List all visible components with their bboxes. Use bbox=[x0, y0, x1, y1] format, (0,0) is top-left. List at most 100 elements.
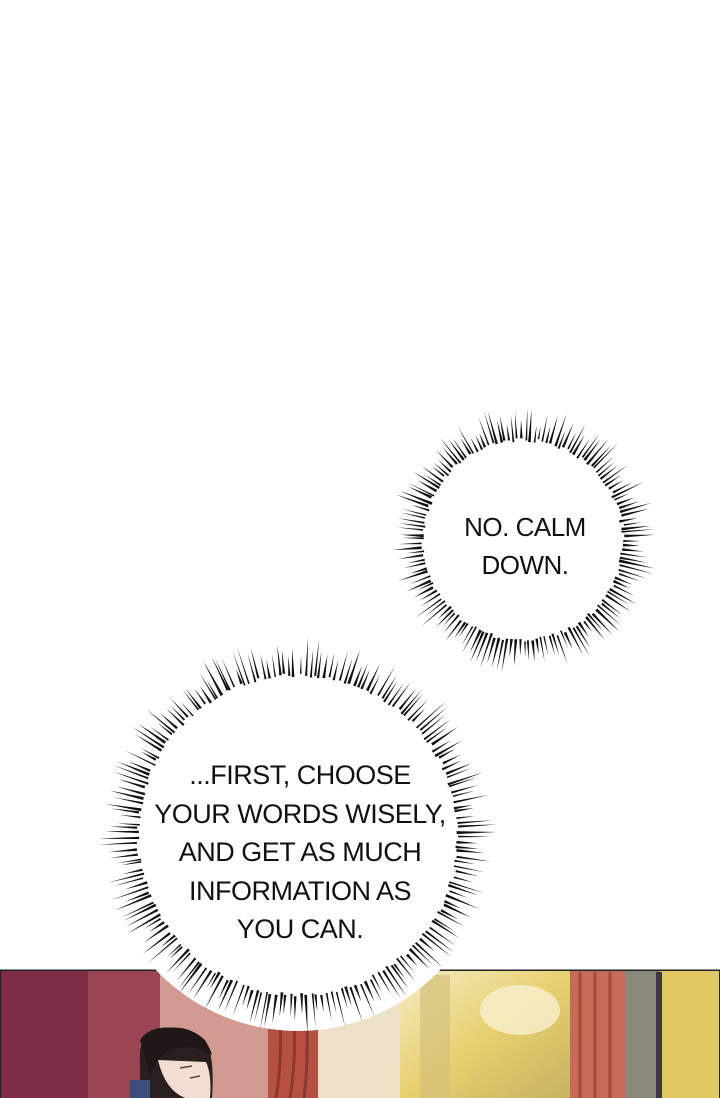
burst-spike bbox=[442, 754, 461, 765]
burst-spike bbox=[475, 632, 489, 662]
burst-spike bbox=[121, 860, 142, 866]
burst-spike bbox=[425, 930, 455, 953]
burst-spike bbox=[543, 636, 549, 656]
burst-spike bbox=[98, 836, 140, 840]
burst-spike bbox=[335, 991, 346, 1029]
burst-spike bbox=[612, 579, 630, 589]
burst-spike bbox=[353, 666, 362, 687]
burst-spike bbox=[357, 663, 368, 688]
burst-spike bbox=[470, 437, 479, 453]
burst-spike bbox=[469, 629, 482, 653]
burst-spike bbox=[417, 480, 438, 493]
burst-spike bbox=[125, 891, 150, 902]
burst-spike bbox=[551, 633, 560, 656]
burst-spike bbox=[501, 638, 509, 673]
burst-spike bbox=[232, 984, 245, 1017]
burst-spike bbox=[144, 917, 162, 929]
burst-spike bbox=[187, 967, 208, 995]
burst-spike bbox=[398, 688, 417, 710]
burst-spike bbox=[519, 639, 522, 656]
burst-spike bbox=[478, 416, 490, 446]
burst-spike bbox=[224, 980, 239, 1013]
burst-spike bbox=[105, 803, 142, 812]
burst-spike bbox=[440, 437, 462, 464]
burst-spike bbox=[126, 908, 159, 927]
burst-spike bbox=[448, 777, 478, 788]
burst-spike bbox=[608, 480, 624, 490]
burst-spike bbox=[420, 593, 441, 607]
burst-spike bbox=[459, 622, 469, 637]
burst-spike bbox=[541, 414, 548, 442]
burst-spike bbox=[437, 605, 452, 620]
burst-spike bbox=[585, 616, 606, 641]
burst-spike bbox=[455, 845, 480, 849]
burst-spike bbox=[563, 631, 573, 650]
burst-spike bbox=[395, 494, 429, 508]
burst-spike bbox=[583, 439, 601, 461]
burst-spike bbox=[431, 919, 460, 939]
burst-spike bbox=[360, 983, 375, 1018]
burst-spike bbox=[314, 638, 320, 676]
burst-spike bbox=[116, 786, 146, 796]
burst-spike bbox=[236, 646, 250, 685]
burst-spike bbox=[621, 508, 650, 517]
burst-spike bbox=[456, 816, 475, 819]
burst-spike bbox=[619, 556, 648, 563]
burst-spike bbox=[247, 653, 257, 683]
burst-spike bbox=[369, 675, 380, 695]
burst-spike bbox=[343, 658, 353, 684]
bubble-line: YOU CAN. bbox=[236, 914, 364, 944]
burst-spike bbox=[452, 790, 475, 797]
burst-spike bbox=[221, 658, 236, 688]
burst-spike bbox=[453, 865, 485, 873]
bubble-line: AND GET AS MUCH bbox=[178, 837, 422, 867]
burst-spike bbox=[437, 459, 452, 473]
burst-spike bbox=[431, 739, 452, 753]
burst-spike bbox=[458, 824, 497, 828]
burst-spike bbox=[124, 750, 156, 767]
burst-spike bbox=[601, 602, 620, 619]
burst-spike bbox=[408, 483, 435, 497]
burst-spike bbox=[322, 654, 328, 679]
burst-spike bbox=[402, 537, 424, 540]
burst-spike bbox=[434, 740, 462, 758]
burst-spike bbox=[528, 409, 532, 443]
burst-spike bbox=[277, 644, 282, 676]
burst-spike bbox=[451, 785, 479, 794]
burst-spike bbox=[399, 955, 415, 973]
burst-spike bbox=[623, 522, 643, 526]
burst-spike bbox=[583, 620, 593, 633]
burst-spike bbox=[344, 986, 352, 1007]
burst-spike bbox=[178, 961, 200, 989]
burst-spike bbox=[338, 650, 348, 681]
burst-spike bbox=[407, 486, 433, 499]
burst-spike bbox=[456, 831, 497, 835]
burst-spike bbox=[113, 797, 144, 805]
bubble-line: INFORMATION AS bbox=[188, 875, 412, 906]
burst-spike bbox=[411, 504, 430, 512]
burst-spike bbox=[443, 903, 471, 918]
speech-bubble-calm-down: NO. CALM DOWN. bbox=[430, 508, 620, 584]
burst-spike bbox=[591, 612, 613, 636]
burst-spike bbox=[499, 415, 506, 441]
burst-spike bbox=[531, 640, 535, 662]
burst-spike bbox=[371, 974, 382, 992]
burst-spike bbox=[385, 965, 407, 997]
burst-spike bbox=[454, 621, 467, 639]
burst-spike bbox=[622, 548, 644, 552]
burst-spike bbox=[325, 992, 332, 1021]
burst-spike bbox=[557, 430, 566, 449]
burst-spike bbox=[209, 971, 221, 990]
burst-spike bbox=[246, 989, 254, 1010]
burst-spike bbox=[205, 972, 217, 989]
burst-spike bbox=[405, 953, 418, 967]
burst-spike bbox=[423, 719, 451, 741]
burst-spike bbox=[249, 989, 260, 1024]
burst-spike bbox=[461, 626, 477, 654]
burst-spike bbox=[400, 534, 424, 538]
burst-spike bbox=[382, 970, 401, 999]
burst-spike bbox=[622, 543, 640, 547]
burst-spike bbox=[143, 924, 169, 943]
burst-spike bbox=[107, 872, 145, 883]
